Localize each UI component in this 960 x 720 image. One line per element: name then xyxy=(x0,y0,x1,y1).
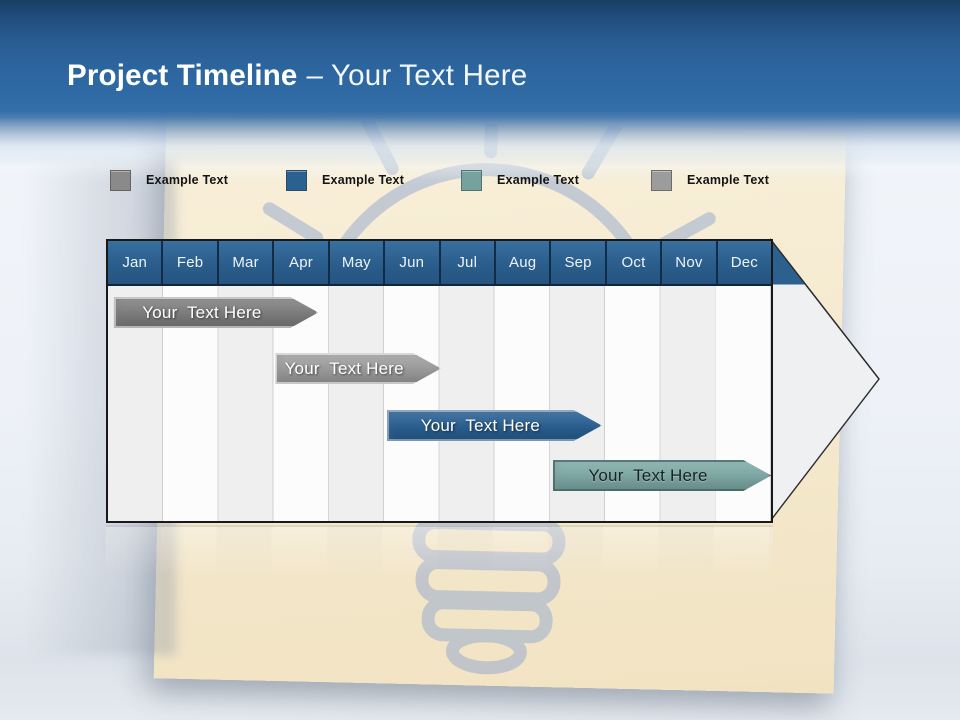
month-header-cell[interactable]: Nov xyxy=(662,241,718,284)
month-header-cell[interactable]: Jun xyxy=(385,241,441,284)
month-header-cell[interactable]: Sep xyxy=(551,241,607,284)
month-header-cell[interactable]: Jul xyxy=(440,241,496,284)
title-primary: Project Timeline xyxy=(67,59,298,92)
month-header-cell[interactable]: Feb xyxy=(163,241,219,284)
legend-item[interactable]: Example Text xyxy=(286,169,404,191)
title-secondary: – Your Text Here xyxy=(306,59,528,92)
table-reflection xyxy=(106,525,773,585)
legend-label: Example Text xyxy=(322,173,405,187)
month-header-cell[interactable]: May xyxy=(329,241,386,284)
legend-item[interactable]: Example Text xyxy=(461,169,579,191)
month-header-cell[interactable]: Apr xyxy=(274,241,330,284)
month-header-cell[interactable]: Oct xyxy=(606,241,663,284)
legend-label: Example Text xyxy=(497,173,580,187)
legend-label: Example Text xyxy=(146,173,229,187)
legend-swatch xyxy=(461,169,482,191)
gantt-bar-label: Your Text Here xyxy=(142,302,262,322)
timeline-arrow xyxy=(770,237,880,523)
legend-swatch xyxy=(286,169,307,191)
gantt-bar[interactable]: Your Text Here xyxy=(387,410,602,441)
month-header-cell[interactable]: Mar xyxy=(218,241,275,284)
legend-swatch xyxy=(651,169,672,191)
gantt-bar-label: Your Text Here xyxy=(588,465,708,485)
gantt-bar[interactable]: Your Text Here xyxy=(553,460,772,491)
gantt-bar-label: Your Text Here xyxy=(284,358,404,378)
legend-item[interactable]: Example Text xyxy=(110,169,228,191)
legend-label: Example Text xyxy=(687,173,770,187)
timeline-arrow-top-edge xyxy=(770,239,880,380)
slide-title[interactable]: Project Timeline– Your Text Here xyxy=(67,59,527,93)
legend-swatch xyxy=(110,169,131,191)
month-header-cell[interactable]: Aug xyxy=(495,241,552,284)
gantt-bar[interactable]: Your Text Here xyxy=(114,297,319,328)
gantt-bar-label: Your Text Here xyxy=(420,415,540,435)
gantt-bar[interactable]: Your Text Here xyxy=(275,353,441,384)
month-header-cell[interactable]: Jan xyxy=(108,241,164,284)
month-header-cell[interactable]: Dec xyxy=(717,241,772,284)
legend-item[interactable]: Example Text xyxy=(651,169,769,191)
